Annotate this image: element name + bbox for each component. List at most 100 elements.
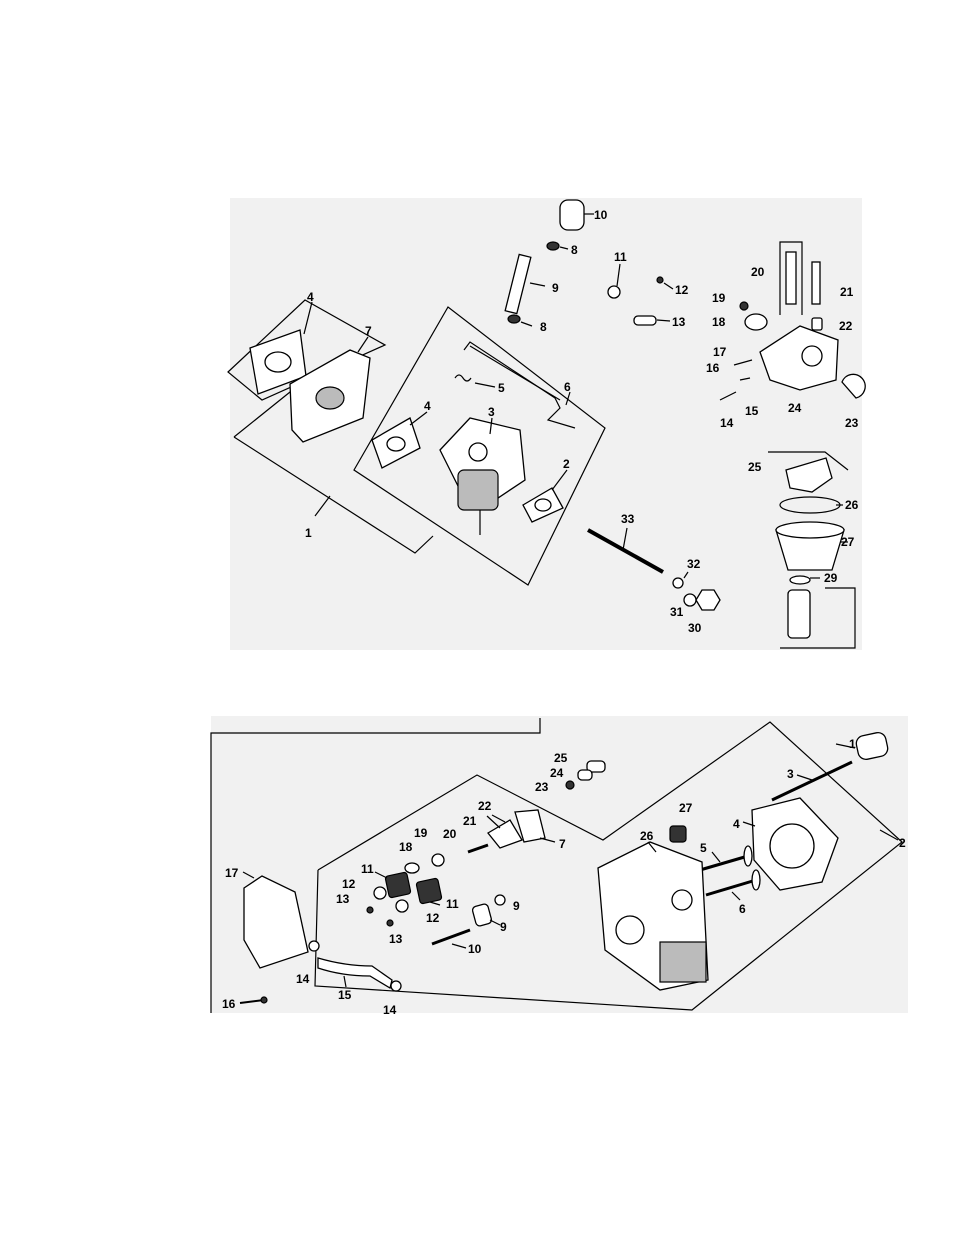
carburetor-diagram: 10 8 11 12 9 19 20 21 18 22 13 8 17 16 4… [228,198,865,650]
cap-part [432,854,444,866]
small-screw [740,302,748,310]
part-label: 11 [614,250,627,264]
hose-clamp [547,242,559,250]
part-label: 25 [554,751,568,765]
nut-part [696,590,720,610]
part-label: 5 [700,841,707,855]
part-label: 20 [751,265,765,279]
part-label: 6 [739,902,746,916]
part-label: 4 [307,290,314,304]
carb-port [802,346,822,366]
part-label: 2 [899,836,906,850]
part-label: 12 [342,877,356,891]
part-label: 9 [513,899,520,913]
screw-head [261,997,267,1003]
gasket-bore [770,824,814,868]
nut-part [566,781,574,789]
part-label: 18 [712,315,726,329]
fuel-filter [560,200,584,230]
part-label: 3 [787,767,794,781]
keeper-part [367,907,373,913]
grommet-part [309,941,319,951]
grommet-part [391,981,401,991]
part-label: 14 [383,1003,397,1017]
tappet-part [495,895,505,905]
part-label: 11 [446,897,459,911]
part-label: 6 [564,380,571,394]
head-port [616,916,644,944]
part-label: 13 [389,932,403,946]
part-label: 1 [305,526,312,540]
washer-part [684,594,696,606]
part-label: 21 [463,814,477,828]
part-label: 22 [478,799,492,813]
part-label: 2 [563,457,570,471]
part-label: 20 [443,827,457,841]
valve-head [744,846,752,866]
part-label: 8 [571,243,578,257]
float-pin [786,252,796,304]
part-label: 26 [845,498,859,512]
float-bowl-rim [776,522,844,538]
part-label: 21 [840,285,854,299]
cylinder-head-diagram: 1 25 24 23 3 22 21 20 27 4 2 19 18 26 5 … [211,716,908,1017]
valve-spring [416,878,442,904]
solenoid-part [788,590,810,638]
part-label: 18 [399,840,413,854]
part-label: 9 [552,281,559,295]
part-label: 8 [540,320,547,334]
part-label: 33 [621,512,635,526]
bowl-washer [790,576,810,584]
part-label: 30 [688,621,702,635]
valve-head [752,870,760,890]
part-label: 23 [535,780,549,794]
part-label: 23 [845,416,859,430]
part-label: 25 [748,460,762,474]
part-label: 11 [361,862,374,876]
retainer-part [405,863,419,873]
washer-part [396,900,408,912]
washer-part [374,887,386,899]
part-label: 22 [839,319,853,333]
part-label: 13 [336,892,350,906]
part-label: 13 [672,315,686,329]
hose-clamp [508,315,520,323]
part-label: 5 [498,381,505,395]
gasket-hole [535,499,551,511]
needle-part [812,262,820,304]
part-label: 14 [720,416,734,430]
part-label: 24 [550,766,564,780]
part-label: 12 [426,911,440,925]
head-port [672,890,692,910]
part-label: 27 [679,801,693,815]
diaphragm-part [745,314,767,330]
part-label: 4 [733,817,740,831]
part-label: 32 [687,557,701,571]
part-label: 17 [225,866,239,880]
part-label: 15 [338,988,352,1002]
gasket-hole [387,437,405,451]
part-label: 24 [788,401,802,415]
part-label: 4 [424,399,431,413]
part-label: 29 [824,571,838,585]
part-label: 7 [365,324,372,338]
carburetor-port [469,443,487,461]
head-fins [660,942,706,982]
washer-part [673,578,683,588]
part-label: 1 [849,737,856,751]
part-label: 10 [468,942,482,956]
part-label: 7 [559,837,566,851]
part-label: 15 [745,404,759,418]
spacer-hole [316,387,344,409]
part-label: 26 [640,829,654,843]
screw-part [657,277,663,283]
keeper-part [387,920,393,926]
part-label: 12 [675,283,689,297]
gasket-hole [265,352,291,372]
part-label: 19 [712,291,726,305]
seat-part [812,318,822,330]
part-label: 19 [414,826,428,840]
plate-part [578,770,592,780]
part-label: 9 [500,920,507,934]
